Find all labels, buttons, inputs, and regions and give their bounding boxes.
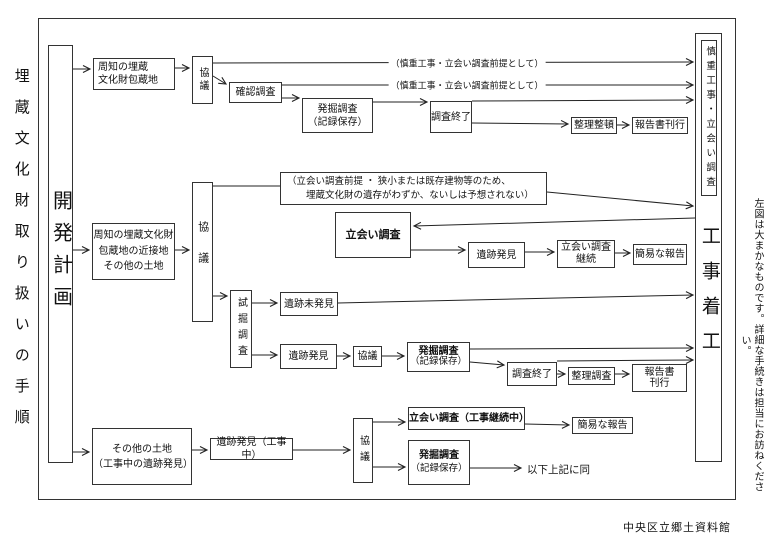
node-other-land: その他の土地 （工事中の遺跡発見） <box>92 428 193 485</box>
node-survey-complete-2: 調査終了 <box>507 362 557 386</box>
node-witnessed-survey-during-construction: 立会い調査（工事継続中） <box>408 407 529 430</box>
node-report-publication-2: 報告書 刊行 <box>632 364 687 392</box>
side-note: 左図は大まかなものです。詳細な手続きは担当にお訪ねください。 <box>739 198 763 492</box>
node-trial-excavation: 試掘調査 <box>230 290 252 368</box>
line-label-cautious-premise-2: （慎重工事・立会い調査前提として） <box>388 78 546 92</box>
excavation-3-sub: （記録保存） <box>410 462 468 474</box>
node-consultation-3: 協議 <box>353 346 382 367</box>
node-site-found-during-construction: 遺跡発見（工事中） <box>210 437 293 461</box>
node-confirmation-survey: 確認調査 <box>229 82 282 103</box>
connector-group <box>73 58 696 472</box>
page-title: 埋蔵文化財取り扱いの手順 <box>6 58 36 450</box>
node-site-found-2: 遺跡発見 <box>280 344 337 369</box>
line-label-cautious-premise-1: （慎重工事・立会い調査前提として） <box>388 56 546 70</box>
node-consultation-1: 協議 <box>192 56 213 104</box>
node-known-site: 周知の埋蔵 文化財包蔵地 <box>93 58 175 90</box>
node-sorting-survey: 整理調査 <box>568 367 615 385</box>
credit: 中央区立郷土資料館 <box>623 522 731 534</box>
node-simple-report-2: 簡易な報告 <box>572 417 633 434</box>
node-witnessed-survey-continue: 立会い調査 継続 <box>557 240 615 268</box>
node-development-plan: 開発計画 <box>48 45 73 463</box>
node-sorting-tidying: 整理整頓 <box>571 117 617 134</box>
node-adjacent-land: 周知の埋蔵文化財 包蔵地の近接地 その他の土地 <box>92 223 175 280</box>
node-excavation-survey-3: 発掘調査 （記録保存） <box>408 440 470 485</box>
node-witnessed-survey: 立会い調査 <box>335 212 411 258</box>
page-title-text: 埋蔵文化財取り扱いの手順 <box>12 68 30 440</box>
excavation-3-title: 発掘調査 <box>419 450 459 462</box>
node-site-found-1: 遺跡発見 <box>468 242 525 268</box>
excavation-2-title: 発掘調査 <box>418 345 459 357</box>
node-consultation-4: 協議 <box>353 418 373 483</box>
node-simple-report-1: 簡易な報告 <box>633 244 687 265</box>
node-excavation-survey-1: 発掘調査 （記録保存） <box>302 98 373 133</box>
node-consultation-2: 協議 <box>192 182 213 322</box>
node-construction-start: 工事着工 <box>698 226 720 366</box>
node-excavation-survey-2: 発掘調査 （記録保存） <box>407 342 470 372</box>
node-witnessed-survey-premise: （立会い調査前提 ・ 狭小または既存建物等のため、 埋蔵文化財の遺存がわずか、な… <box>280 172 547 205</box>
excavation-2-sub: （記録保存） <box>409 356 467 368</box>
text-same-as-above: 以下上記に同 <box>527 464 590 476</box>
node-cautious-construction: 慎重工事・立会い調査 <box>701 40 717 196</box>
node-site-not-found: 遺跡未発見 <box>280 292 338 316</box>
construction-column: 慎重工事・立会い調査 工事着工 <box>695 33 722 462</box>
node-report-publication-1: 報告書刊行 <box>632 117 688 134</box>
node-survey-complete-1: 調査終了 <box>430 101 472 133</box>
